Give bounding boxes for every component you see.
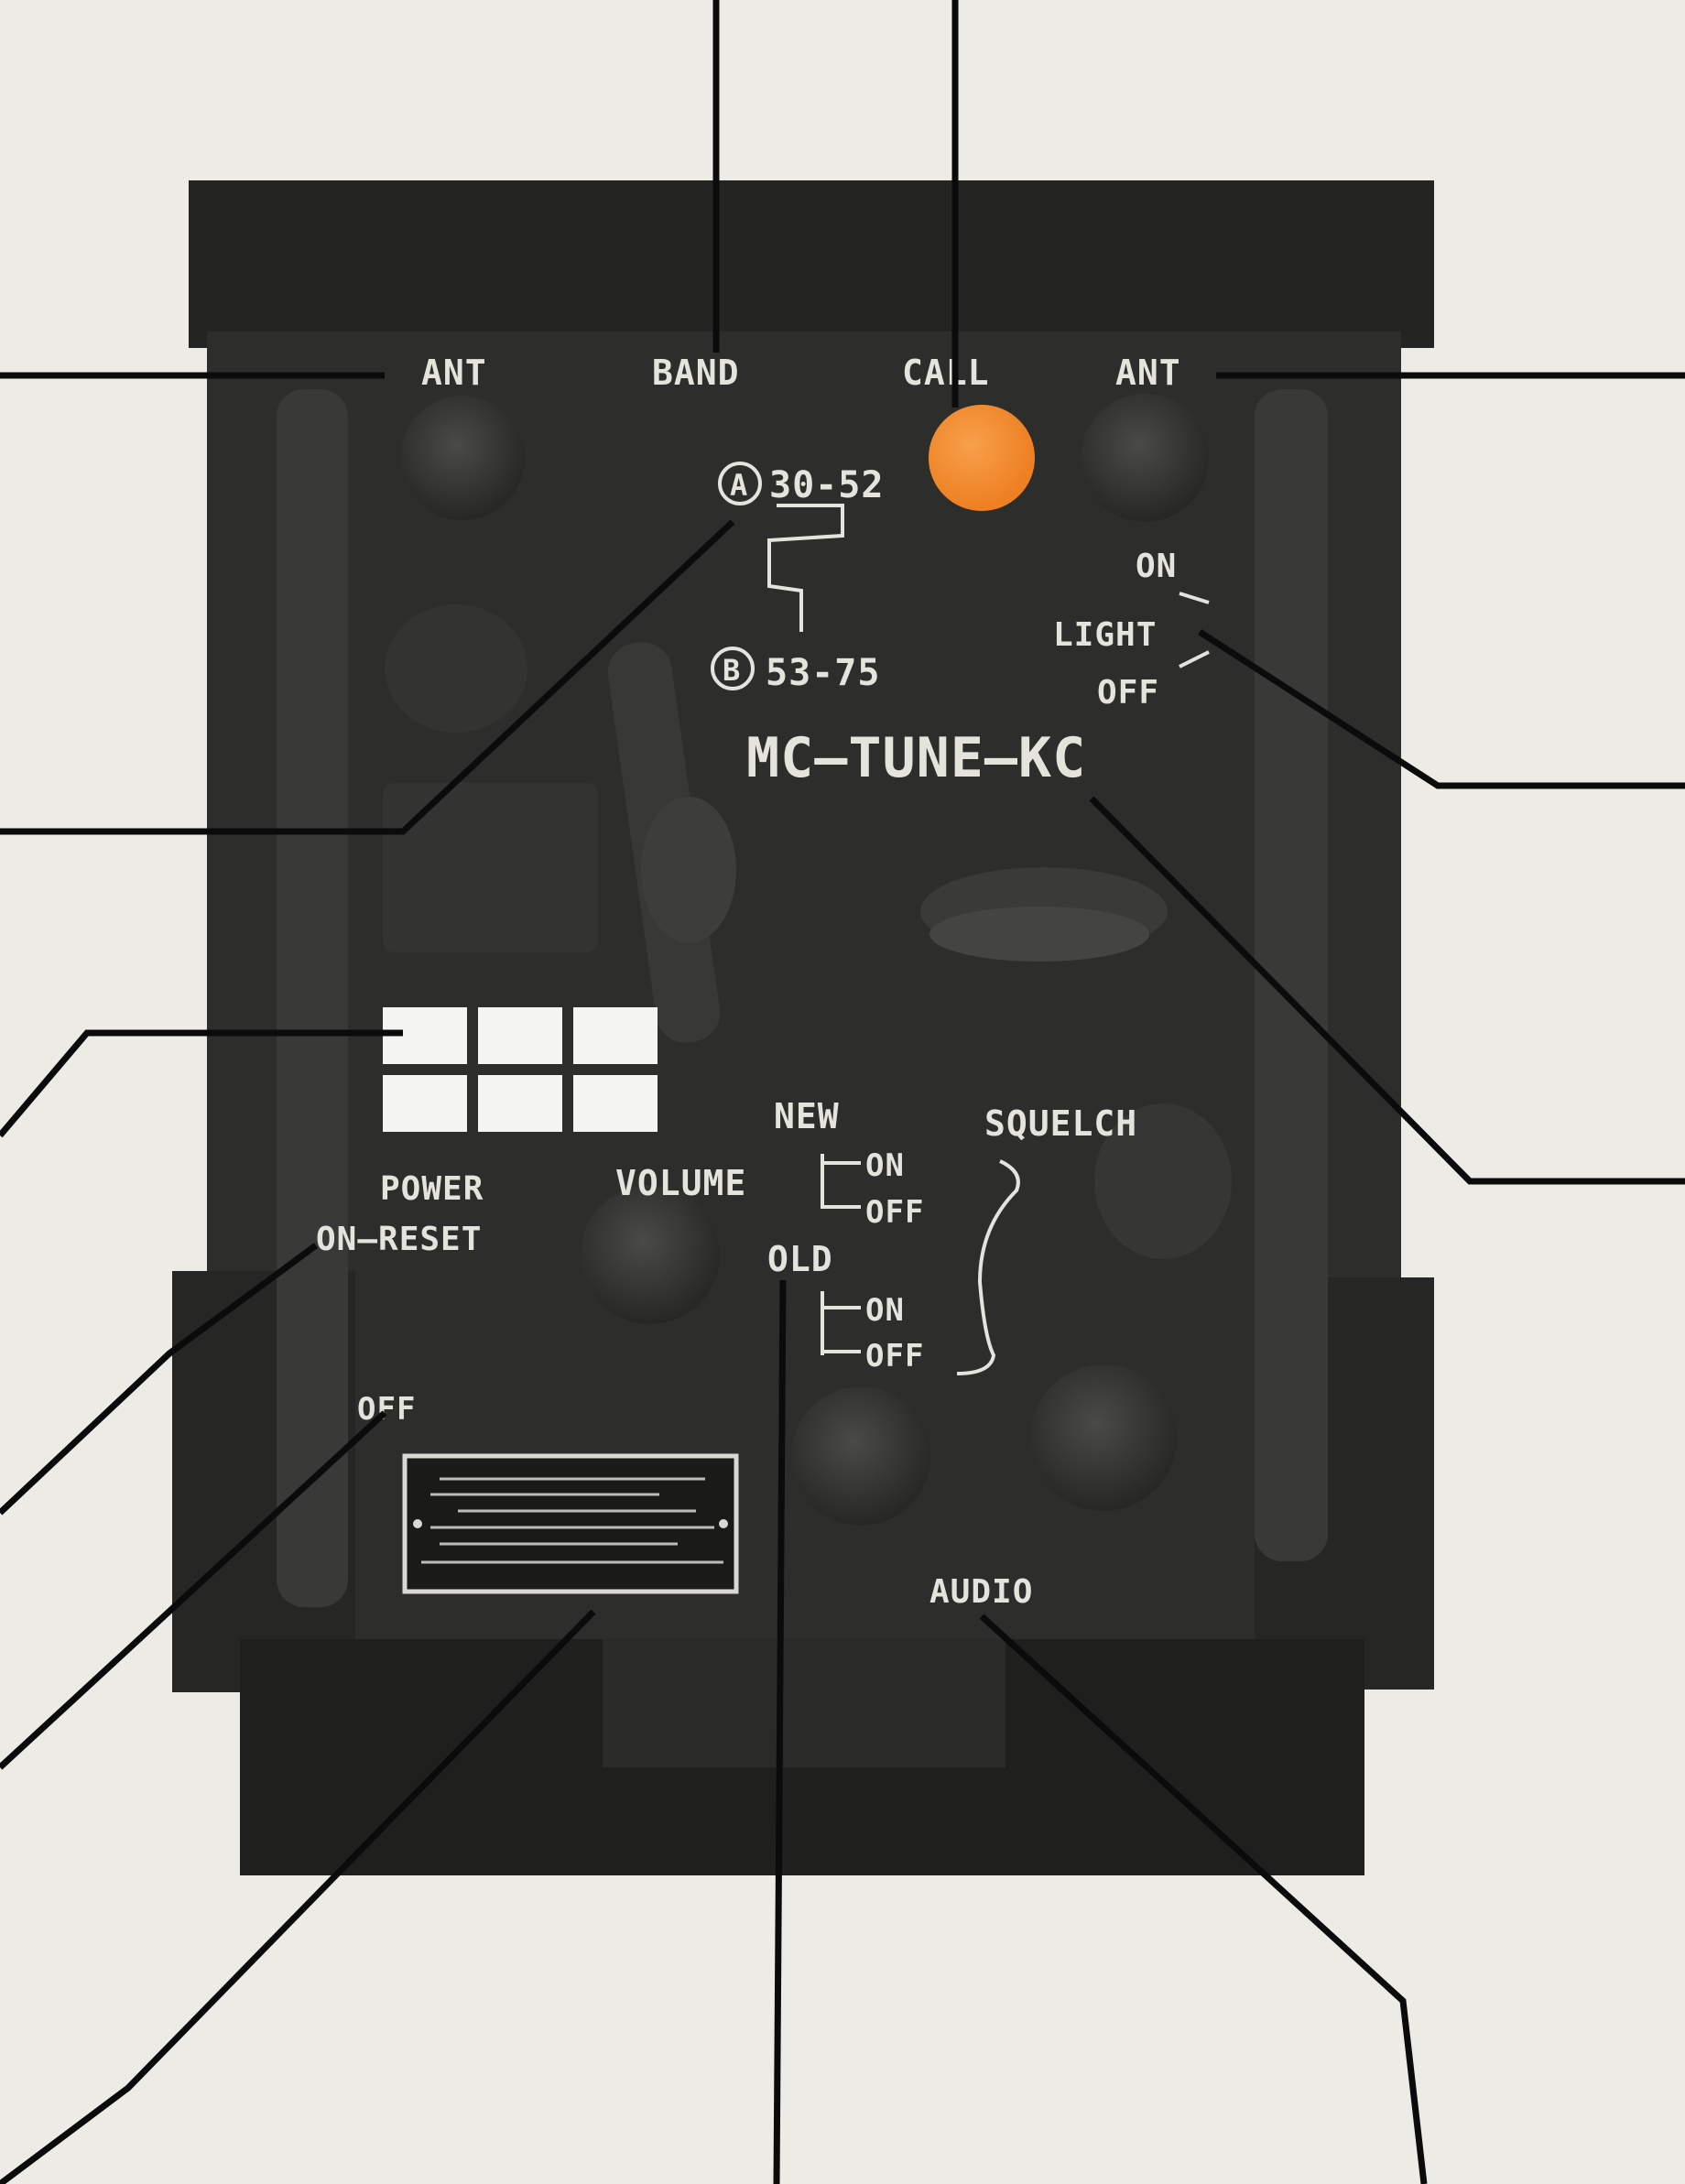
label-band-a-range: 30-52 [769,464,884,506]
leader-off [0,1410,387,1770]
label-band-b-letter: B [723,653,741,688]
display-cell [478,1007,562,1064]
label-old: OLD [767,1239,833,1279]
call-lamp [929,405,1035,511]
nameplate [402,1453,739,1594]
power-display [383,1007,658,1132]
new-bracket [821,1154,861,1209]
leader-band-selector [0,519,735,835]
leader-display [0,1029,403,1138]
squelch-knob [1094,1103,1232,1259]
upper-left-block [383,783,598,952]
label-band-a-letter: A [730,468,748,503]
panel-bracket-marks [767,504,1210,1375]
audio-jack-left [791,1386,930,1526]
label-squelch: SQUELCH [984,1103,1137,1144]
nameplate-rivet [719,1519,728,1528]
label-on-reset: ON—RESET [316,1221,482,1258]
label-light: LIGHT [1053,616,1157,654]
label-ant-right: ANT [1115,353,1181,393]
light-tick-on [1179,592,1210,604]
band-b-circle [711,647,755,690]
antenna-right-knob [1081,394,1209,522]
display-cell [383,1075,467,1132]
leader-light [1198,629,1685,789]
label-light-on: ON [1136,548,1177,585]
top-cap [189,180,1434,348]
label-new-off: OFF [865,1194,924,1231]
label-off: OFF [357,1391,416,1428]
label-band: BAND [652,353,740,393]
display-cell [478,1075,562,1132]
label-volume: VOLUME [615,1163,746,1203]
antenna-left-knob [400,396,525,520]
audio-jack-right [1030,1364,1177,1511]
light-tick-off [1179,650,1210,668]
bottom-center-plate [603,1639,1006,1767]
label-light-off: OFF [1097,674,1159,712]
band-handle-grip [641,797,736,943]
label-call: CALL [902,353,990,393]
label-tune: MC—TUNE—KC [746,726,1086,790]
nameplate-rivet [413,1519,422,1528]
label-old-on: ON [865,1292,905,1329]
left-side-rail [277,389,348,1607]
label-new: NEW [774,1096,840,1136]
old-bracket [821,1291,861,1355]
label-new-on: ON [865,1147,905,1184]
leader-nameplate [0,1609,596,2184]
radio-body [172,180,1434,1875]
volume-knob [581,1185,720,1324]
display-cell [573,1007,658,1064]
leader-tune [1089,796,1685,1185]
tune-knob-skirt [929,907,1149,962]
label-band-b-range: 53-75 [766,652,880,694]
squelch-brace [956,1159,1020,1375]
leader-volume-old [773,1279,787,2184]
label-audio: AUDIO [929,1573,1033,1611]
panel-labels: ANT BAND CALL ANT A 30-52 B 53-75 ON LIG… [316,353,1181,1611]
band-a-circle [718,462,762,505]
leader-audio [979,1614,1428,2184]
label-ant-left: ANT [421,353,487,393]
label-old-off: OFF [865,1338,924,1375]
band-bracket [767,504,844,632]
band-selector-knob [385,604,527,733]
display-cell [573,1075,658,1132]
nameplate-frame [402,1453,739,1594]
label-power: POWER [380,1170,484,1208]
leader-power [0,1243,319,1516]
